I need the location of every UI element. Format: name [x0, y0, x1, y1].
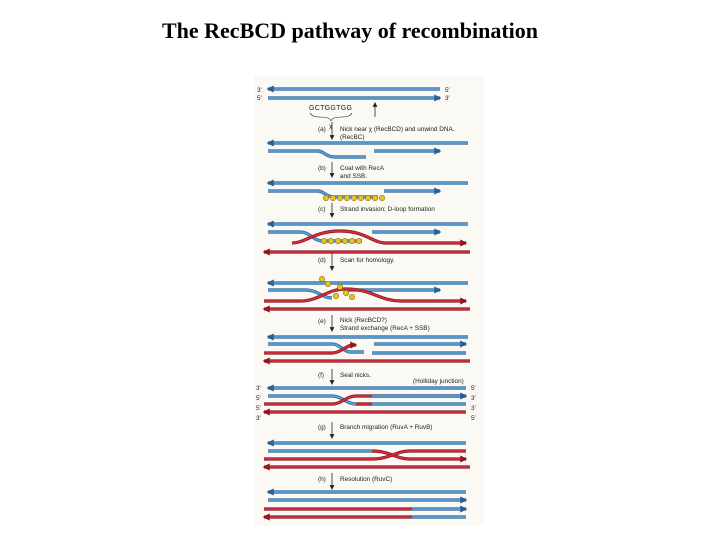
holliday-end-labels: 3′ 5′ 5′ 3′ 5′ 3′ 3′ 5′: [256, 385, 477, 422]
step-b: (b) Coat with RecA and SSB.: [318, 162, 385, 180]
end-label: 3′: [257, 87, 263, 94]
end-label: 5′: [256, 395, 262, 402]
ssb-protein: [332, 292, 339, 299]
end-label: 5′: [471, 385, 477, 392]
step-letter: (g): [318, 424, 326, 431]
step-d: (d) Scan for homology.: [318, 253, 395, 271]
step-text: (RecBC): [340, 134, 365, 141]
ssb-protein: [371, 195, 378, 202]
chi-symbol: χ: [329, 123, 333, 130]
step-a: (a) Nick near χ (RecBCD) and unwind DNA.…: [318, 122, 455, 141]
step-e: (e) Nick (RecBCD?) Strand exchange (RecA…: [318, 315, 430, 332]
end-label: 3′: [471, 395, 477, 402]
dna-strand: [268, 343, 364, 353]
end-label: 3′: [256, 385, 262, 392]
step-text: Scan for homology.: [340, 257, 395, 264]
ssb-protein: [336, 195, 343, 202]
end-label: 3′: [471, 405, 477, 412]
step-text: Nick near χ (RecBCD) and unwind DNA.: [340, 126, 455, 133]
chi-sequence: GCTGGTGG: [309, 105, 352, 112]
end-label: 5′: [445, 87, 451, 94]
ssb-protein: [355, 238, 362, 245]
step-f: (f) Seal nicks. (Holliday junction): [318, 369, 464, 385]
dna-strand: [264, 288, 468, 305]
holliday-junction-label: (Holliday junction): [413, 378, 464, 385]
step-text: and SSB.: [340, 173, 367, 180]
ssb-protein: [357, 195, 364, 202]
ssb-protein: [378, 195, 385, 202]
end-label: 5′: [471, 415, 477, 422]
dna-strand: [268, 150, 366, 158]
step-c: (c) Strand invasion; D-loop formation: [318, 203, 435, 218]
step-text: Seal nicks.: [340, 372, 371, 379]
step-text: Coat with RecA: [340, 165, 385, 172]
ssb-protein: [320, 238, 327, 245]
step-letter: (d): [318, 257, 326, 264]
step-h: (h) Resolution (RuvC): [318, 473, 392, 490]
page-title: The RecBCD pathway of recombination: [161, 18, 539, 43]
ssb-protein: [336, 283, 343, 290]
step-text: Strand exchange (RecA + SSB): [340, 325, 430, 332]
ssb-protein: [329, 195, 336, 202]
ssb-protein: [324, 280, 331, 287]
end-label: 3′: [445, 95, 451, 102]
ssb-protein: [341, 238, 348, 245]
ssb-protein: [364, 195, 371, 202]
dna-strand: [268, 289, 333, 299]
dna-strand: [264, 341, 358, 354]
ssb-protein: [348, 293, 355, 300]
step-labels: (a) Nick near χ (RecBCD) and unwind DNA.…: [318, 122, 464, 490]
step-g: (g) Branch migration (RuvA + RuvB): [318, 422, 433, 439]
step-letter: (c): [318, 206, 325, 213]
ssb-protein: [318, 275, 325, 282]
step-letter: (a): [318, 126, 326, 133]
chi-brace: [309, 112, 353, 122]
step-text: Resolution (RuvC): [340, 476, 392, 483]
ssb-proteins: [318, 195, 385, 300]
ssb-protein: [327, 238, 334, 245]
dna-strand: [291, 230, 468, 247]
step-text: Nick (RecBCD?): [340, 317, 387, 324]
ssb-protein: [322, 195, 329, 202]
dna-strand: [264, 450, 466, 460]
dna-strand: [264, 395, 466, 405]
step-text: Strand invasion; D-loop formation: [340, 206, 435, 213]
end-label: 3′: [256, 415, 262, 422]
end-label: 5′: [257, 95, 263, 102]
step-letter: (f): [318, 372, 324, 379]
step-letter: (b): [318, 165, 326, 172]
step-letter: (h): [318, 476, 326, 483]
ssb-protein: [342, 289, 349, 296]
step-letter: (e): [318, 318, 326, 325]
ssb-protein: [334, 238, 341, 245]
step-text: Branch migration (RuvA + RuvB): [340, 424, 433, 431]
ssb-protein: [350, 195, 357, 202]
end-label: 5′: [256, 405, 262, 412]
ssb-protein: [343, 195, 350, 202]
dna-strands: [262, 85, 470, 521]
ssb-protein: [348, 238, 355, 245]
